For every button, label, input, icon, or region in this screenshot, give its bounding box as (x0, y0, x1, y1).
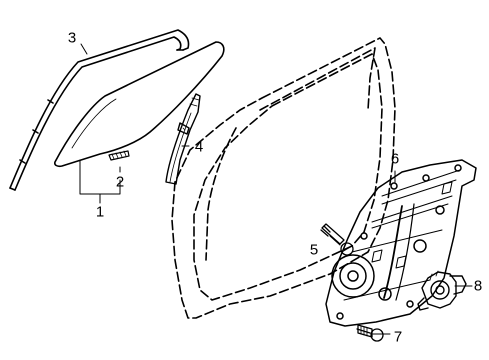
screw-part (356, 324, 384, 342)
leader-lines (79, 43, 473, 335)
callout-6: 6 (390, 150, 400, 168)
callout-1: 1 (95, 203, 105, 221)
callout-4: 4 (194, 138, 204, 156)
window-regulator-module-part (325, 159, 477, 327)
callout-7: 7 (393, 328, 403, 346)
callout-8: 8 (473, 277, 483, 295)
door-frame-part (171, 37, 396, 319)
callout-5: 5 (309, 241, 319, 259)
bolt-part (320, 223, 354, 256)
regulator-motor-part (417, 270, 467, 311)
glass-clip-part (108, 150, 130, 161)
door-glass-part (54, 41, 225, 168)
quarter-glass-channel-part (165, 93, 201, 185)
glass-run-channel-part (9, 29, 190, 191)
callout-2: 2 (115, 173, 125, 191)
callout-3: 3 (67, 29, 77, 47)
